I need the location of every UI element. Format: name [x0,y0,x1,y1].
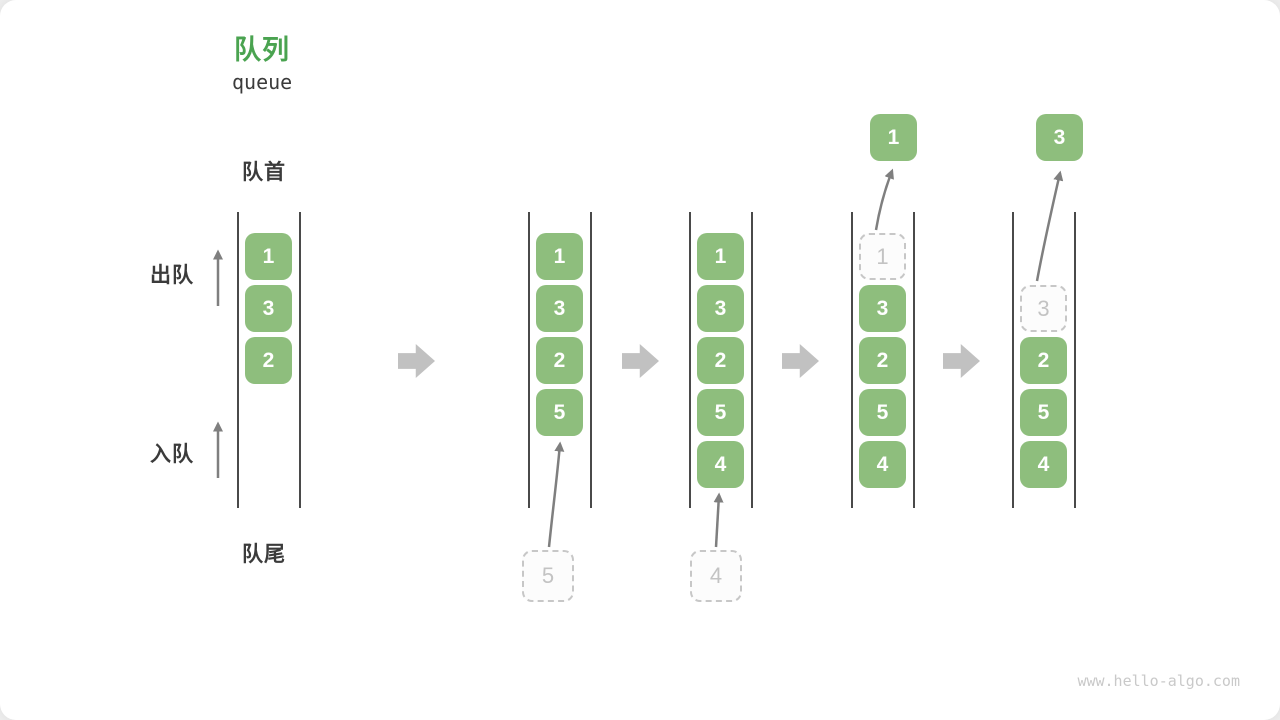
queue-wall-left [528,212,530,508]
watermark: www.hello-algo.com [1077,672,1240,690]
queue-rear-label: 队尾 [242,543,286,566]
queue-item: 4 [859,441,906,488]
queue-item: 3 [697,285,744,332]
queue-item: 3 [245,285,292,332]
queue-item: 1 [536,233,583,280]
queue-item: 2 [1020,337,1067,384]
queue-item: 2 [697,337,744,384]
queue-item-removed: 1 [859,233,906,280]
queue-item: 3 [536,285,583,332]
queue-wall-left [237,212,239,508]
popped-item-box: 3 [1036,114,1083,161]
queue-item: 2 [859,337,906,384]
queue-item: 5 [1020,389,1067,436]
queue-wall-right [590,212,592,508]
queue-item: 5 [859,389,906,436]
queue-item: 4 [1020,441,1067,488]
queue-wall-right [751,212,753,508]
popped-item-box: 1 [870,114,917,161]
enqueue-ghost-box: 5 [522,550,574,602]
queue-wall-left [689,212,691,508]
queue-item: 5 [697,389,744,436]
diagram-title-zh: 队列 [234,35,290,65]
queue-wall-right [299,212,301,508]
queue-wall-left [851,212,853,508]
queue-item: 2 [536,337,583,384]
queue-item: 5 [536,389,583,436]
queue-item: 2 [245,337,292,384]
queue-item: 1 [697,233,744,280]
enqueue-side-label: 入队 [150,443,194,466]
queue-wall-left [1012,212,1014,508]
queue-item: 3 [859,285,906,332]
queue-item: 4 [697,441,744,488]
queue-front-label: 队首 [242,161,286,184]
queue-item: 1 [245,233,292,280]
enqueue-ghost-box: 4 [690,550,742,602]
queue-wall-right [913,212,915,508]
queue-wall-right [1074,212,1076,508]
dequeue-side-label: 出队 [150,264,194,287]
diagram-title-en: queue [232,70,293,94]
queue-item-removed: 3 [1020,285,1067,332]
